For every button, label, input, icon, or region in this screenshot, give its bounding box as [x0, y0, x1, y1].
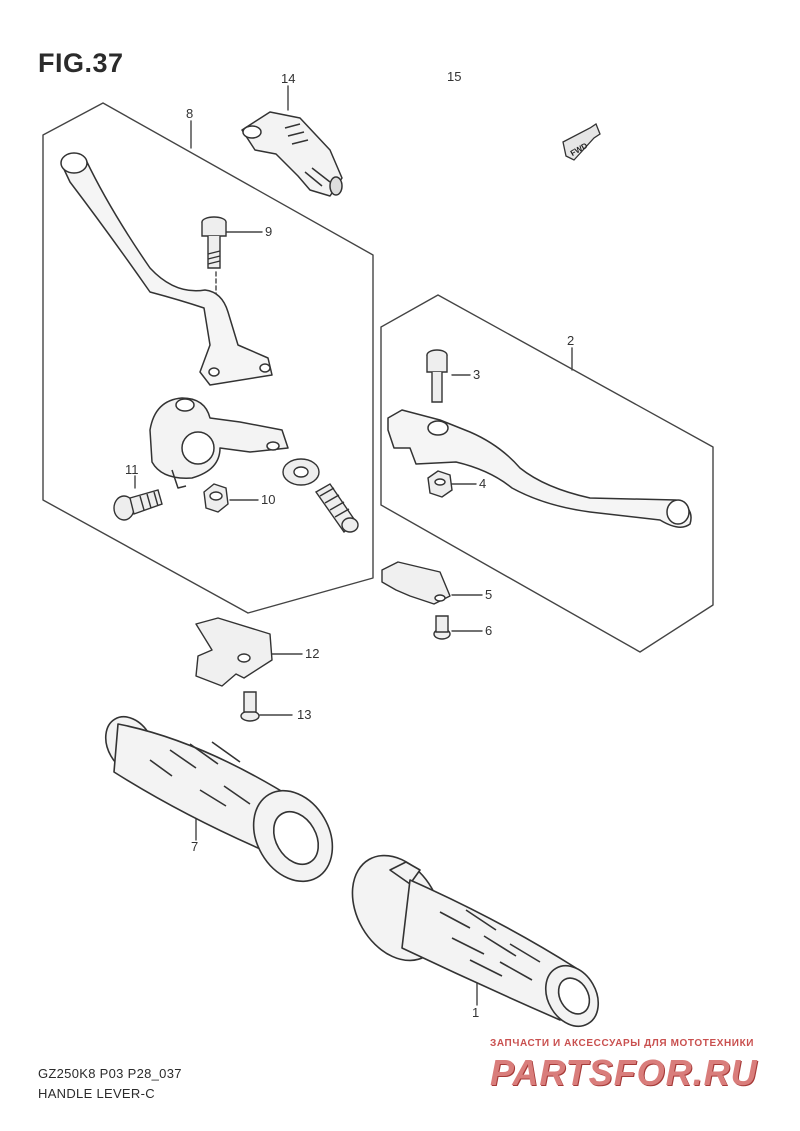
part-7-left-grip [104, 715, 334, 883]
callout-7: 7 [191, 839, 199, 854]
part-4-nut [427, 470, 453, 498]
assembly-outline-8 [42, 102, 374, 614]
clutch-lever-bracket [149, 397, 289, 489]
part-13-screw [240, 691, 260, 722]
part-14-switch [241, 111, 343, 197]
callout-2: 2 [567, 333, 575, 348]
part-1-right-grip [351, 854, 600, 1027]
callout-8: 8 [186, 106, 194, 121]
part-5-brake-switch [381, 561, 451, 605]
figure-title: FIG.37 [38, 48, 124, 78]
assembly-outline-2 [380, 294, 714, 653]
callout-5: 5 [485, 587, 493, 602]
callout-12: 12 [305, 646, 320, 661]
part-8-clutch-lever [60, 152, 273, 386]
part-6-screw [433, 615, 451, 640]
watermark-logo: PARTSFOR.RU [490, 1052, 758, 1093]
cable-adjuster [282, 458, 359, 534]
model-code: GZ250K8 P03 P28_037 [38, 1066, 182, 1081]
callout-6: 6 [485, 623, 493, 638]
callout-14: 14 [281, 71, 296, 86]
callout-15: 15 [447, 69, 462, 84]
callout-9: 9 [265, 224, 273, 239]
callout-13: 13 [297, 707, 312, 722]
callout-10: 10 [261, 492, 276, 507]
fwd-arrow-badge [562, 123, 601, 161]
callout-4: 4 [479, 476, 487, 491]
part-2-brake-lever [387, 409, 692, 528]
callout-3: 3 [473, 367, 481, 382]
figure-caption: HANDLE LEVER-C [38, 1086, 155, 1101]
part-10-nut [203, 483, 229, 513]
part-3-pivot-bolt [426, 349, 448, 403]
part-9-pivot-bolt [201, 216, 227, 269]
part-12-clutch-switch [195, 617, 273, 687]
watermark-tagline: ЗАПЧАСТИ И АКСЕССУАРЫ ДЛЯ МОТОТЕХНИКИ [490, 1038, 755, 1049]
callout-1: 1 [472, 1005, 480, 1020]
part-11-bolt [113, 489, 163, 521]
callout-11: 11 [125, 462, 139, 477]
